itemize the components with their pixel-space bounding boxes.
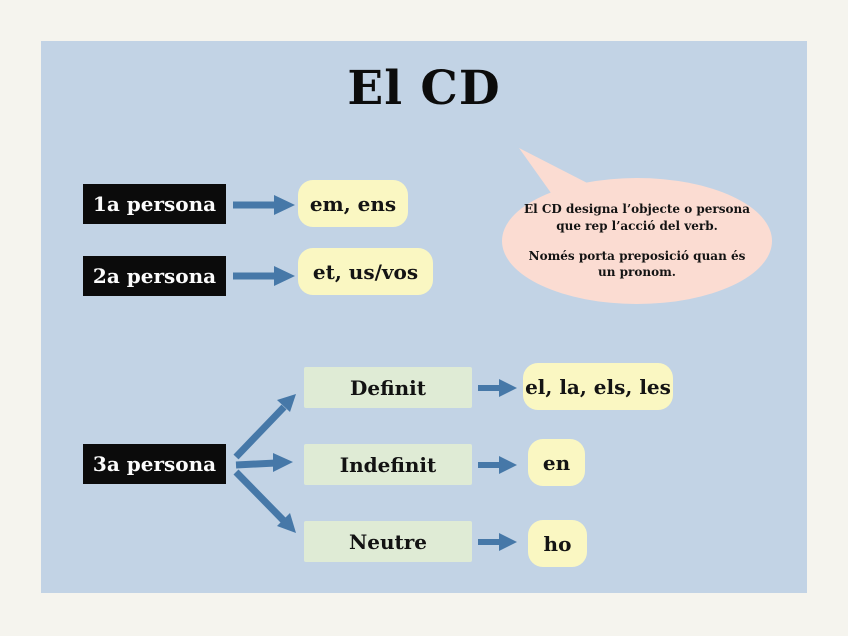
background-panel <box>41 41 807 593</box>
person-box-1a: 1a persona <box>83 184 226 224</box>
bubble-paragraph-1: El CD designa l’objecte o persona que re… <box>524 201 750 233</box>
pronoun-box-indefinit: en <box>528 439 585 486</box>
page-title: El CD <box>347 61 501 116</box>
pronoun-box-2a: et, us/vos <box>298 248 433 295</box>
bubble-paragraph-2: Només porta preposició quan és un pronom… <box>528 248 746 280</box>
category-box-indefinit: Indefinit <box>304 444 472 485</box>
pronoun-box-definit: el, la, els, les <box>523 363 673 410</box>
category-box-definit: Definit <box>304 367 472 408</box>
category-box-neutre: Neutre <box>304 521 472 562</box>
pronoun-box-1a: em, ens <box>298 180 408 227</box>
person-box-3a: 3a persona <box>83 444 226 484</box>
speech-bubble: El CD designa l’objecte o persona que re… <box>502 178 772 304</box>
person-box-2a: 2a persona <box>83 256 226 296</box>
pronoun-box-neutre: ho <box>528 520 587 567</box>
